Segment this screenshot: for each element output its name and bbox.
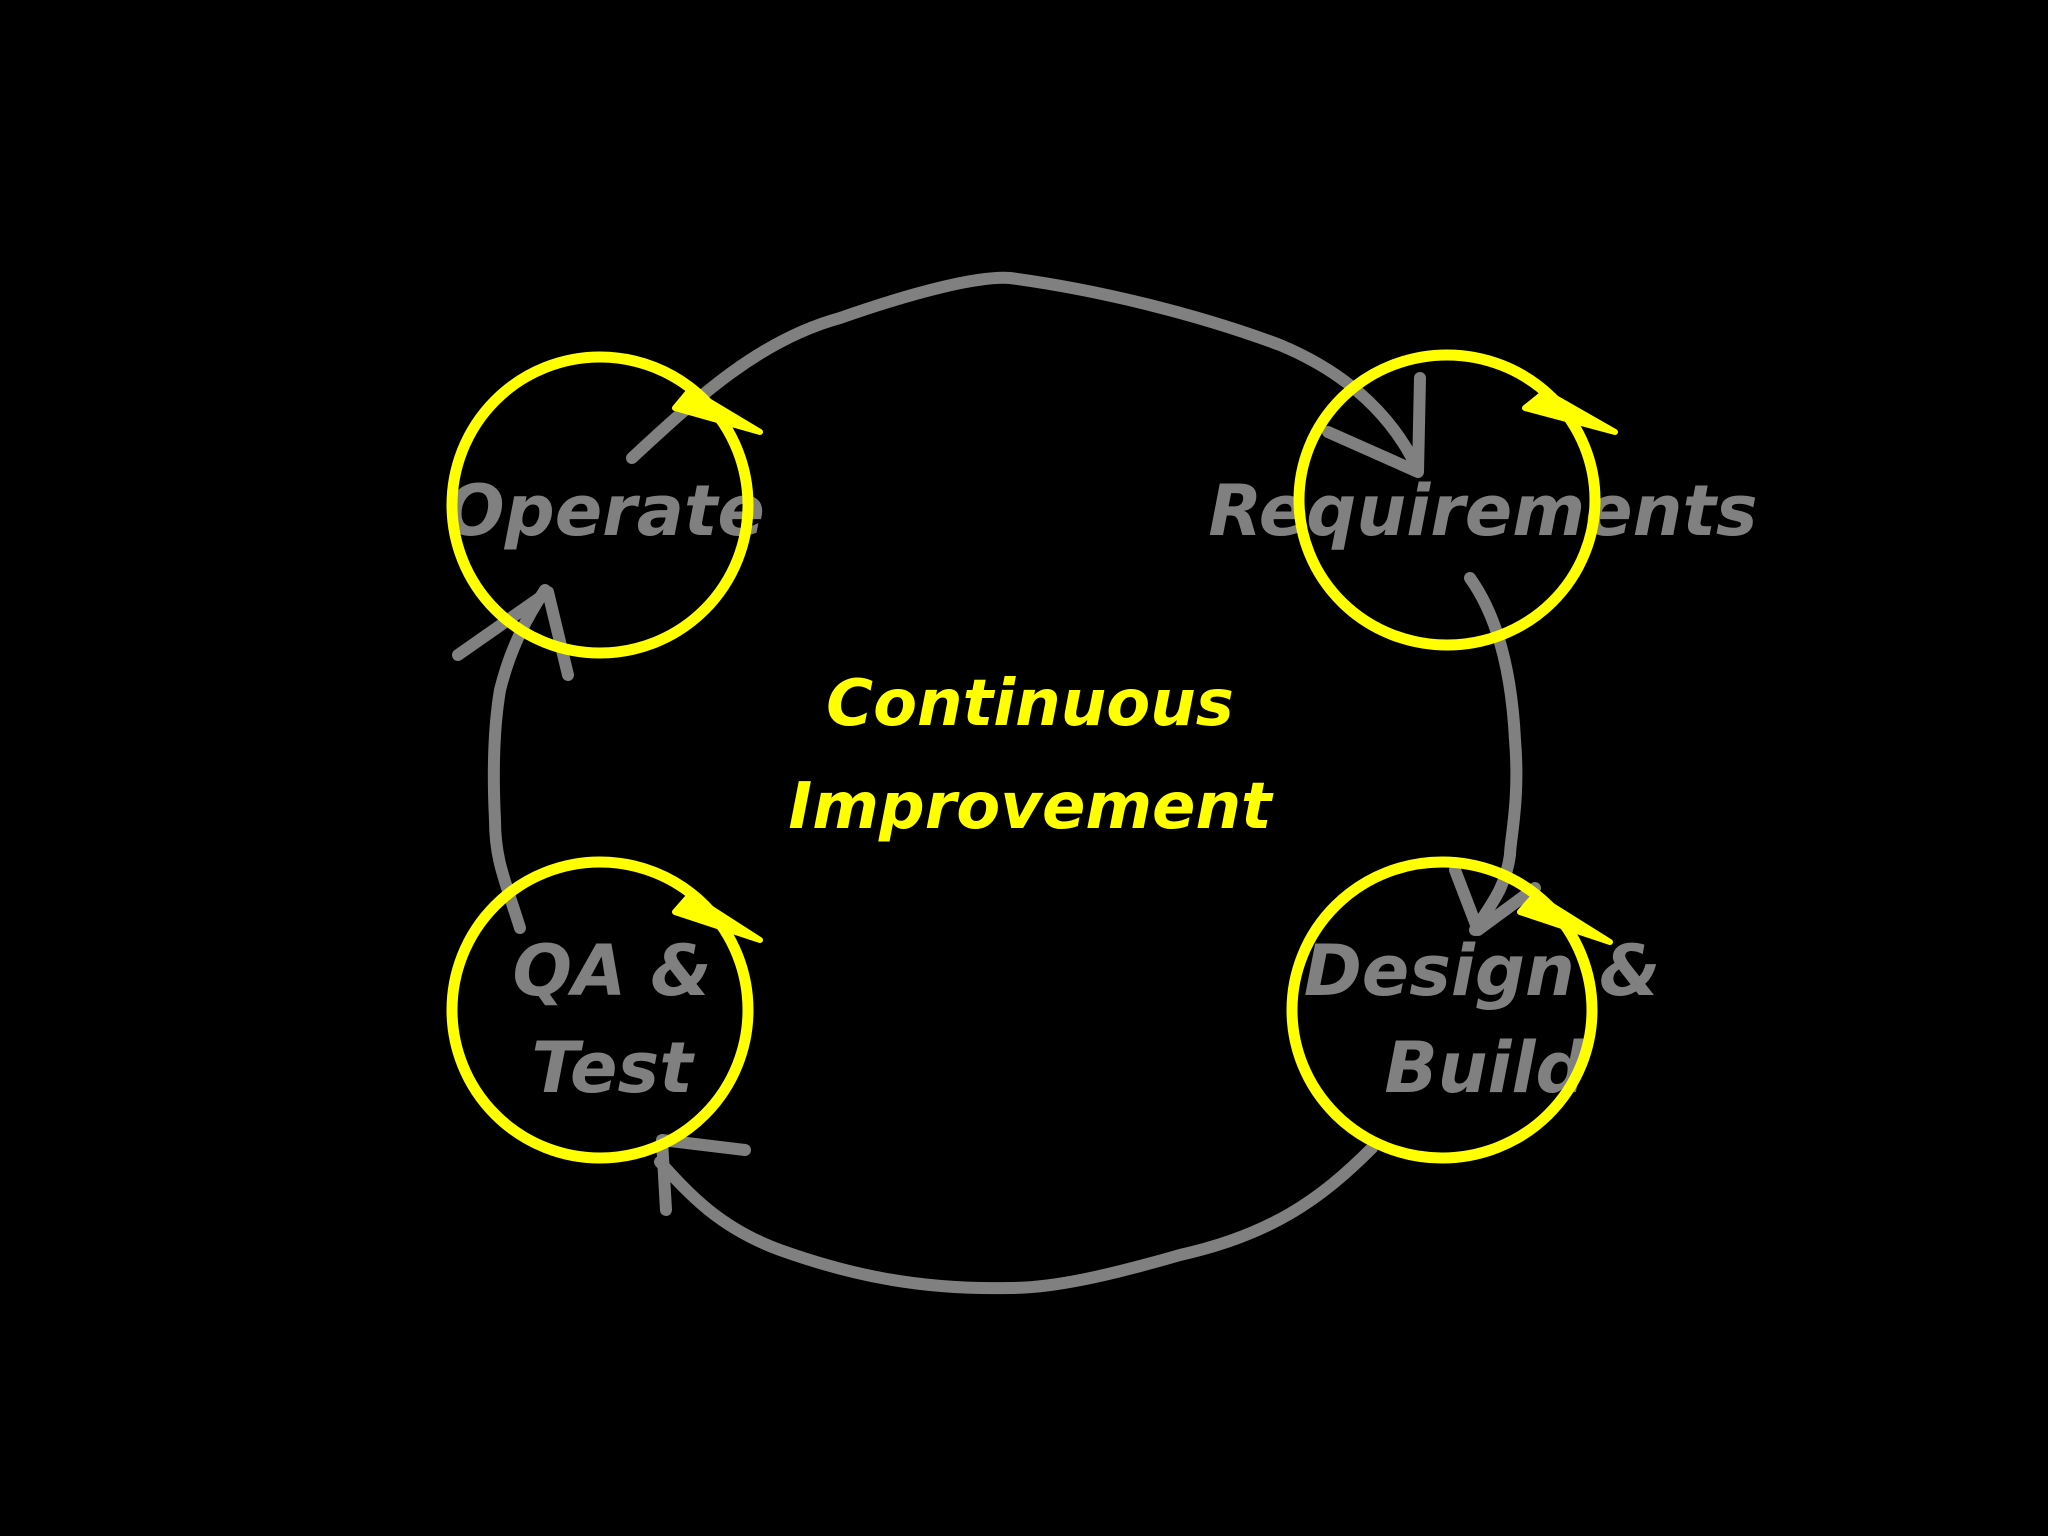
node-operate-arrowhead <box>672 387 763 435</box>
node-operate-circle <box>446 351 754 659</box>
cycle-arrow-design-to-qa <box>654 1142 1378 1295</box>
center-title-line1: Continuous <box>826 667 1234 741</box>
node-qa-test-arrowhead <box>672 892 763 943</box>
node-design-build-circle <box>1286 856 1598 1164</box>
node-qa-test: QA & Test <box>446 856 763 1164</box>
node-qa-test-line1: QA & <box>512 930 711 1012</box>
node-operate-label: Operate <box>445 470 765 552</box>
center-title-line2: Improvement <box>788 770 1274 844</box>
cycle-arrow-qa-to-operate <box>487 584 551 934</box>
node-requirements-label: Requirements <box>1208 470 1757 552</box>
node-requirements: Requirements <box>1208 349 1758 651</box>
node-design-build-line1: Design & <box>1304 930 1661 1012</box>
node-design-build-line2: Build <box>1384 1027 1586 1109</box>
node-design-build-arrowhead <box>1517 892 1613 945</box>
node-qa-test-circle <box>446 856 754 1164</box>
node-requirements-circle <box>1293 349 1601 651</box>
arrowhead-design-build <box>1449 864 1541 936</box>
node-qa-test-line2: Test <box>531 1027 695 1109</box>
node-design-build: Design & Build <box>1286 856 1661 1164</box>
center-title: Continuous Improvement <box>788 667 1274 844</box>
node-operate: Operate <box>445 351 765 659</box>
cycle-arrow-operate-to-requirements <box>626 271 1424 476</box>
arrowhead-requirements <box>1322 372 1426 478</box>
node-requirements-arrowhead <box>1522 389 1618 435</box>
